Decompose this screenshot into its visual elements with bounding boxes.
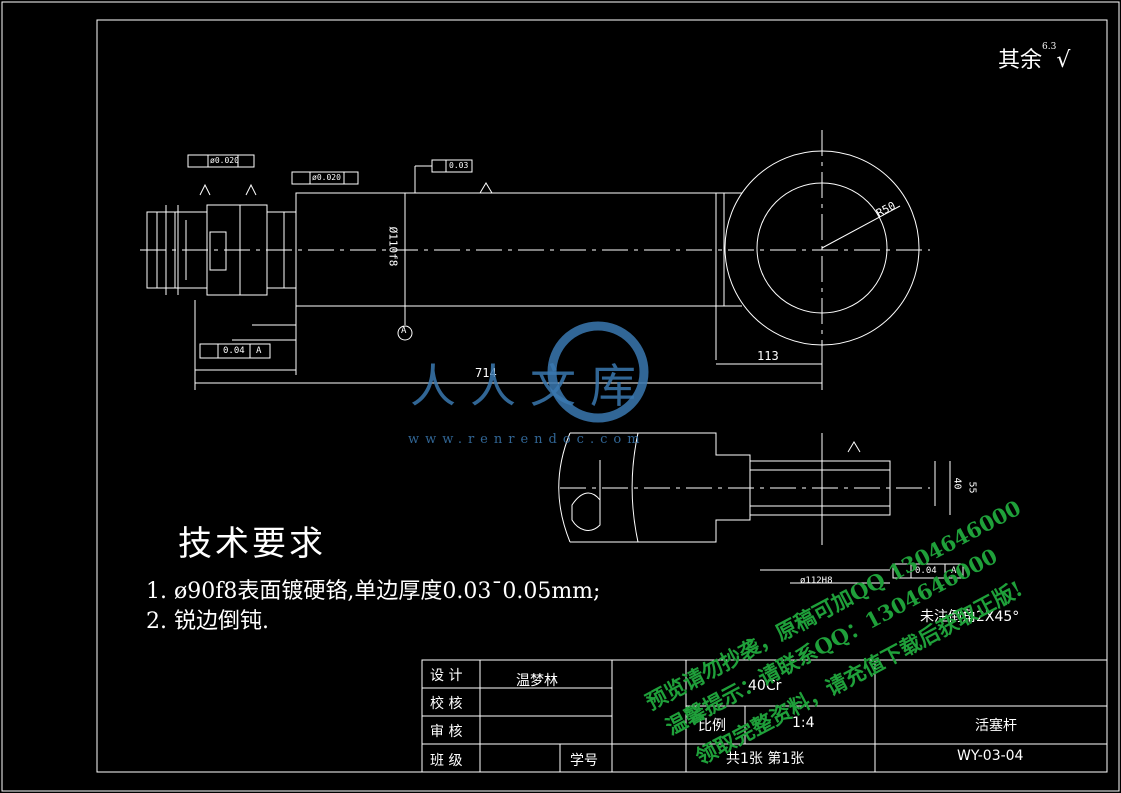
roughness-symbol-icon: √ xyxy=(1056,48,1071,73)
watermark-url: www.renrendoc.com xyxy=(408,432,646,447)
perpendicularity-tol-2: 0.04 xyxy=(915,566,937,576)
concentricity-tol-1: ø0.020 xyxy=(210,156,239,165)
side-width-1-dim: 40 xyxy=(951,477,963,490)
sheet-count: 共1张 第1张 xyxy=(726,751,805,767)
rod-diameter-dim: Ø110f8 xyxy=(386,226,400,267)
chamfer-note: 未注倒角2X45° xyxy=(920,609,1020,625)
datum-circle-label: A xyxy=(401,326,407,336)
centerlines xyxy=(140,130,930,370)
perpendicularity-tol-1: 0.04 xyxy=(223,346,245,356)
overall-length-dim: 714 xyxy=(475,366,497,380)
datum-label-2: A xyxy=(951,566,957,576)
scale-value: 1:4 xyxy=(792,715,815,731)
class-label: 班 级 xyxy=(430,753,463,769)
material-value: 40Cr xyxy=(748,678,782,694)
eye-offset-dim: 113 xyxy=(757,349,779,363)
roughness-value: 6.3 xyxy=(1042,42,1057,52)
roughness-label: 其余 xyxy=(998,48,1043,73)
scale-label: 比例 xyxy=(698,718,726,734)
watermark-brand: 人人文库 xyxy=(410,359,650,413)
tech-requirement-item: 2. 锐边倒钝. xyxy=(146,609,269,634)
side-width-2-dim: 55 xyxy=(966,481,978,494)
watermark-logo-ring xyxy=(547,321,649,423)
concentricity-tol-2: ø0.020 xyxy=(312,173,341,182)
design-label: 设 计 xyxy=(430,668,463,684)
cylindricity-tol: 0.03 xyxy=(449,161,469,170)
drawing-number: WY-03-04 xyxy=(957,748,1024,764)
part-name: 活塞杆 xyxy=(975,718,1017,734)
roughness-note: 其余6.3√ xyxy=(998,42,1070,74)
student-id-label: 学号 xyxy=(570,753,598,769)
review-label: 审 核 xyxy=(430,724,463,740)
designer-name: 温梦林 xyxy=(516,673,558,689)
datum-label-1: A xyxy=(256,346,262,356)
title-block-grid xyxy=(421,659,1108,773)
check-label: 校 核 xyxy=(430,696,463,712)
tech-requirements-title: 技术要求 xyxy=(178,524,326,564)
tech-requirement-item: 1. ø90f8表面镀硬铬,单边厚度0.03¯0.05mm; xyxy=(146,579,601,604)
side-bore-dim: ø112H8 xyxy=(800,576,833,586)
